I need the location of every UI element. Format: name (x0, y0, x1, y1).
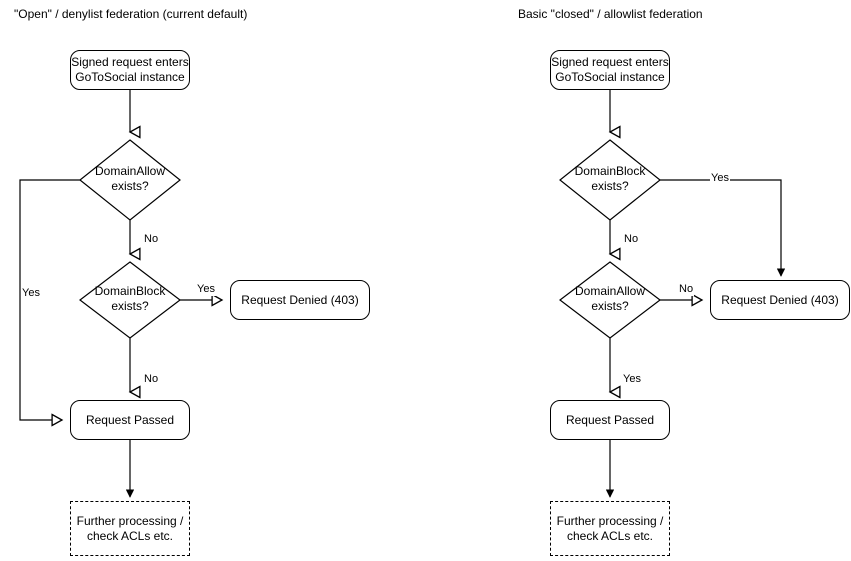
edge-label-domainallow-no-left: No (143, 233, 160, 246)
node-request-denied-right[interactable]: Request Denied (403) (710, 280, 850, 320)
decision-domainblock-shape-right (559, 139, 661, 221)
diagram-title-closed-allowlist: Basic "closed" / allowlist federation (518, 7, 703, 21)
edge-label-domainallow-yes-left: Yes (21, 287, 41, 300)
node-label-signed-request-entry-left: Signed request enters GoToSocial instanc… (71, 55, 189, 84)
edge-label-domainallow-yes-right: Yes (622, 373, 642, 386)
edge-label-domainblock-no-left: No (143, 373, 160, 386)
node-label-further-processing-right: Further processing / check ACLs etc. (556, 513, 664, 543)
node-further-processing-left[interactable]: Further processing / check ACLs etc. (70, 501, 190, 556)
node-label-request-passed-right: Request Passed (565, 412, 655, 427)
node-label-signed-request-entry-right: Signed request enters GoToSocial instanc… (551, 55, 669, 84)
node-request-passed-left[interactable]: Request Passed (70, 400, 190, 440)
node-label-request-denied-right: Request Denied (403) (721, 292, 839, 307)
edge-label-domainblock-yes-left: Yes (196, 283, 216, 296)
node-request-passed-right[interactable]: Request Passed (550, 400, 670, 440)
node-request-denied-left[interactable]: Request Denied (403) (230, 280, 370, 320)
edge-label-domainblock-no-right: No (623, 233, 640, 246)
node-signed-request-entry-left[interactable]: Signed request enters GoToSocial instanc… (70, 50, 190, 90)
edge-label-domainallow-no-right: No (678, 283, 695, 296)
diagram-title-open-denylist: "Open" / denylist federation (current de… (14, 7, 248, 21)
decision-domainallow-shape (79, 139, 181, 221)
node-further-processing-right[interactable]: Further processing / check ACLs etc. (550, 501, 670, 556)
decision-domainblock-shape (79, 261, 181, 339)
node-label-further-processing-left: Further processing / check ACLs etc. (76, 513, 184, 543)
node-label-request-passed-left: Request Passed (85, 412, 175, 427)
decision-domainallow-shape-right (559, 261, 661, 339)
edge-label-domainblock-yes-right: Yes (710, 172, 730, 185)
node-signed-request-entry-right[interactable]: Signed request enters GoToSocial instanc… (550, 50, 670, 90)
node-label-request-denied-left: Request Denied (403) (241, 292, 359, 307)
